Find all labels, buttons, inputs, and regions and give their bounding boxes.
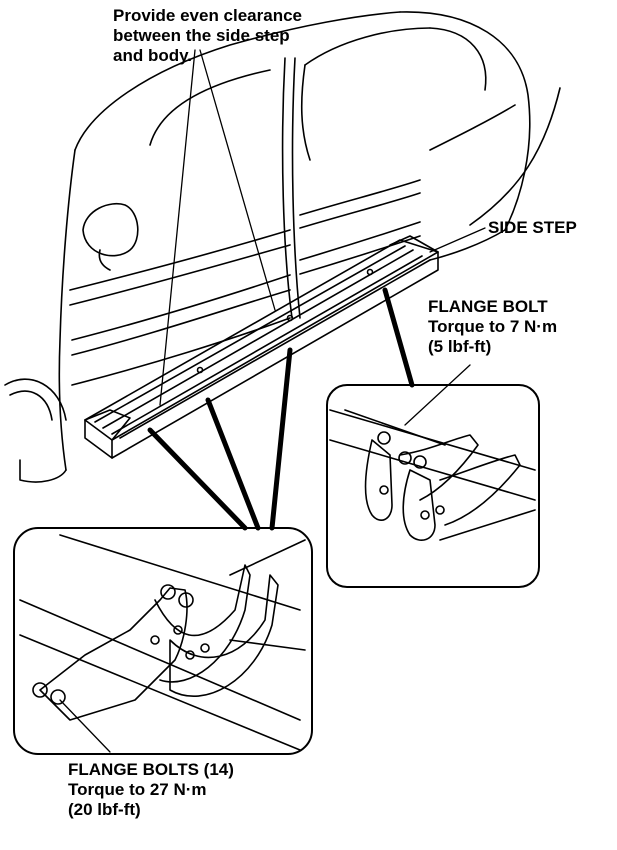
flange-bolts-title: FLANGE BOLTS (14) (68, 760, 234, 779)
clearance-note-line-3: and body. (113, 46, 193, 65)
flange-bolts-torque-alt: (20 lbf-ft) (68, 800, 141, 819)
detail-view-upper (326, 384, 540, 588)
side-step-rail (84, 235, 439, 459)
flange-bolts-callout: FLANGE BOLTS (14) Torque to 27 N·m (20 l… (68, 760, 234, 820)
clearance-note-line-2: between the side step (113, 26, 290, 45)
detail-pointer-lines (147, 287, 415, 531)
detail-view-lower (13, 527, 313, 755)
side-step-label: SIDE STEP (488, 218, 577, 238)
flange-bolt-torque: Torque to 7 N·m (428, 317, 558, 336)
clearance-note: Provide even clearance between the side … (113, 6, 302, 66)
flange-bolt-torque-alt: (5 lbf-ft) (428, 337, 492, 356)
flange-bolts-torque: Torque to 27 N·m (68, 780, 207, 799)
flange-bolt-callout: FLANGE BOLT Torque to 7 N·m (5 lbf-ft) (428, 297, 557, 357)
side-step-label-text: SIDE STEP (488, 218, 577, 237)
vehicle-body (4, 11, 561, 483)
flange-bolt-title: FLANGE BOLT (428, 297, 548, 316)
leader-lines (59, 49, 486, 753)
clearance-note-line-1: Provide even clearance (113, 6, 303, 25)
